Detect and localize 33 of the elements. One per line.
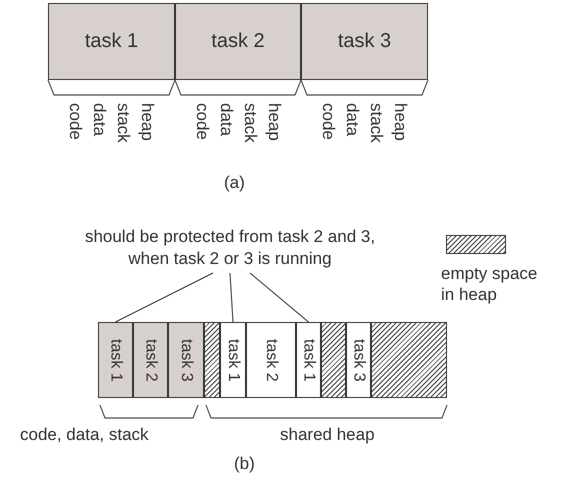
subfigure-label: (b) bbox=[234, 454, 255, 474]
subfigure-label: (a) bbox=[224, 173, 245, 193]
legend-text: empty space in heap bbox=[441, 263, 538, 305]
segment-label: code bbox=[65, 103, 85, 140]
segment-label: heap bbox=[390, 103, 410, 141]
segment-label: code bbox=[192, 103, 212, 140]
memory-segment: task 2 bbox=[133, 322, 168, 398]
memory-segment: task 2 bbox=[175, 3, 301, 80]
leader-line bbox=[115, 272, 214, 322]
memory-segment: task 1 bbox=[296, 322, 321, 398]
memory-segment: task 3 bbox=[168, 322, 204, 398]
memory-segment: task 1 bbox=[220, 322, 246, 398]
segment-label: stack bbox=[240, 103, 260, 143]
region-label: shared heap bbox=[280, 425, 375, 445]
segment-label: stack bbox=[366, 103, 386, 143]
segment-label: data bbox=[216, 103, 236, 136]
segment-label: stack bbox=[113, 103, 133, 143]
empty-heap-block bbox=[204, 322, 220, 398]
empty-heap-block bbox=[321, 322, 346, 398]
leader-line bbox=[230, 272, 234, 322]
segment-label: heap bbox=[264, 103, 284, 141]
segment-label: data bbox=[342, 103, 362, 136]
region-label: code, data, stack bbox=[20, 425, 149, 445]
segment-label: code bbox=[318, 103, 338, 140]
segment-label: heap bbox=[137, 103, 157, 141]
memory-segment: task 3 bbox=[301, 3, 428, 80]
memory-segment: task 1 bbox=[48, 3, 175, 80]
memory-segment: task 1 bbox=[98, 322, 133, 398]
memory-segment: task 3 bbox=[346, 322, 371, 398]
leader-line bbox=[250, 272, 309, 322]
memory-segment: task 2 bbox=[246, 322, 296, 398]
segment-label: data bbox=[89, 103, 109, 136]
annotation-text: should be protected from task 2 and 3, when task 2 or 3 is running bbox=[70, 224, 390, 272]
